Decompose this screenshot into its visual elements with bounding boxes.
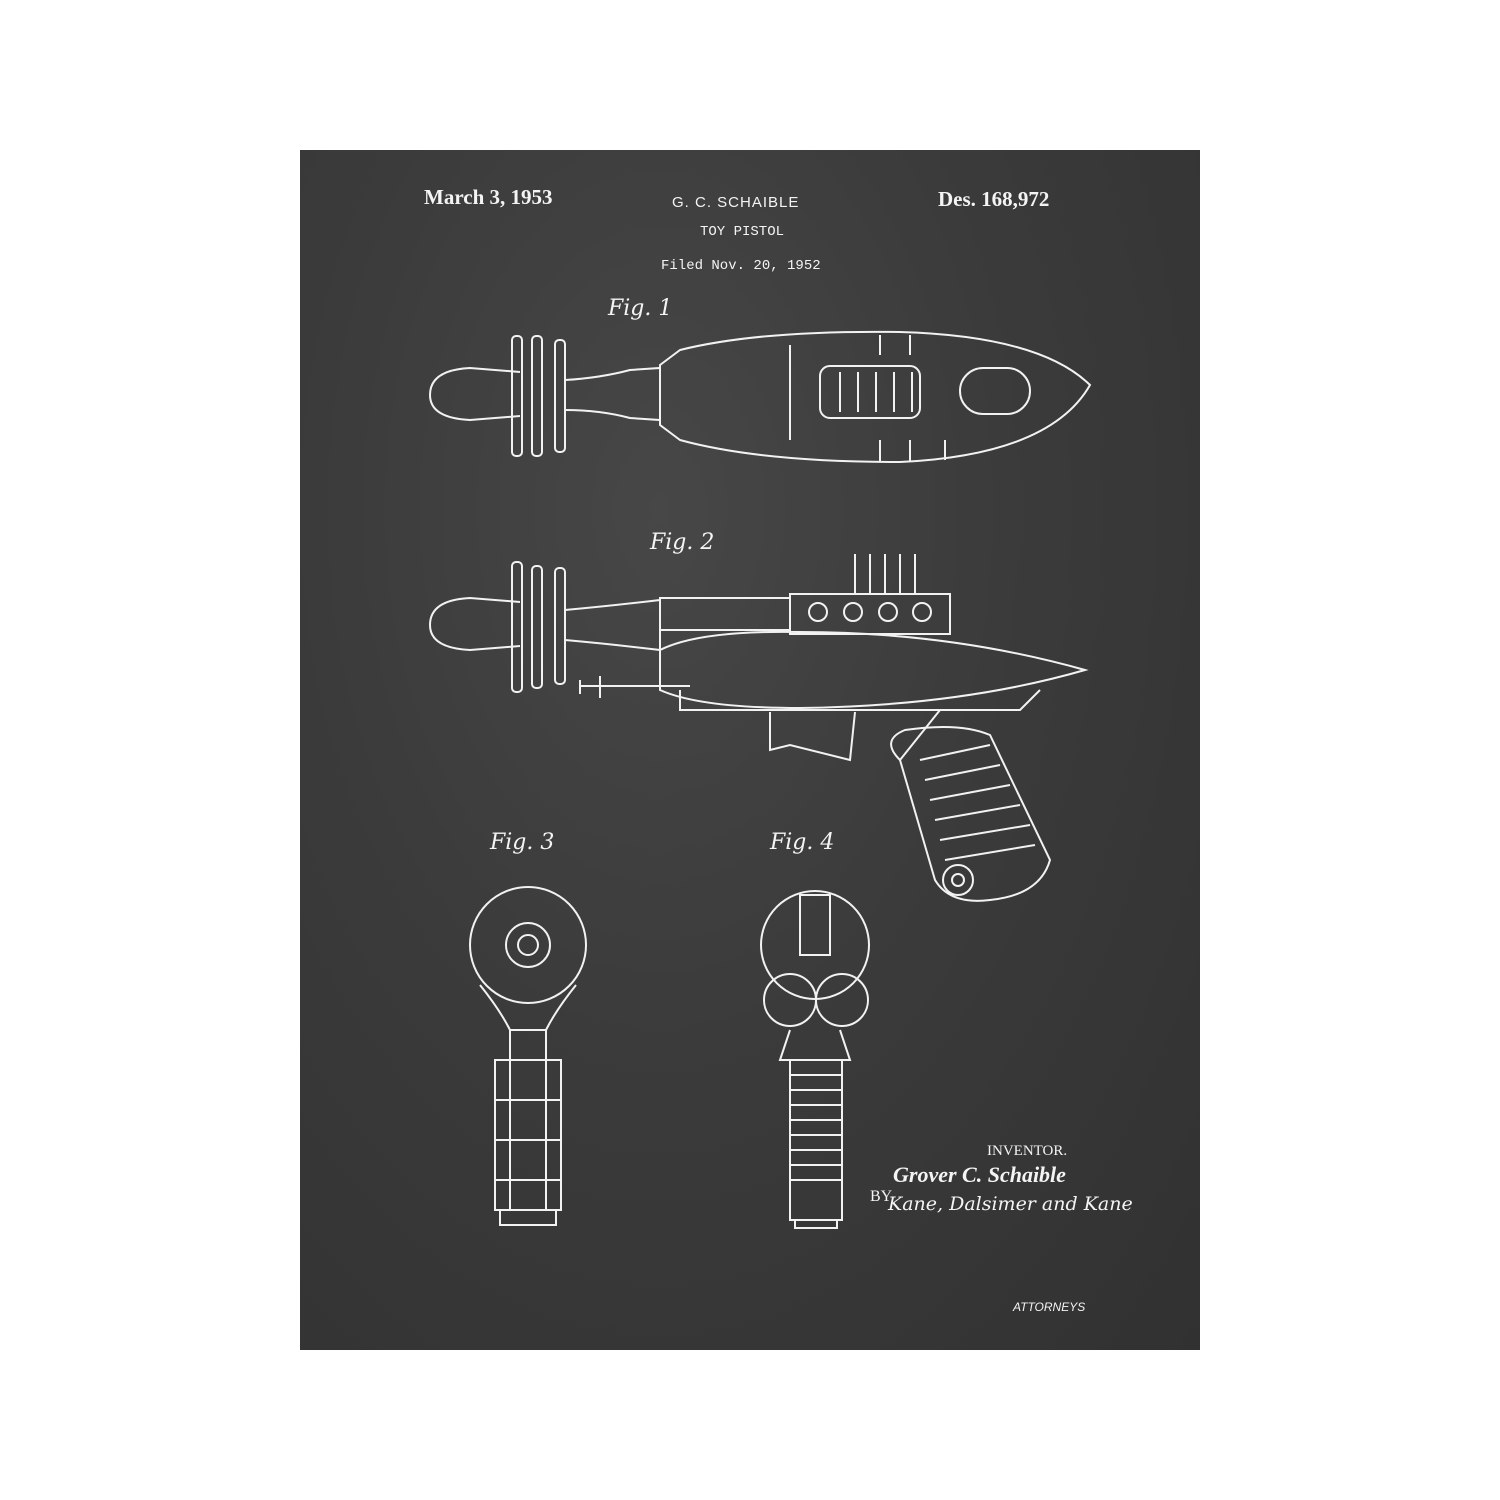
attorneys-label: ATTORNEYS bbox=[1013, 1300, 1086, 1314]
fig4-drawing bbox=[760, 890, 870, 1229]
fig2-label: Fig. 2 bbox=[650, 530, 715, 555]
filed-date: Filed Nov. 20, 1952 bbox=[661, 258, 821, 274]
inventor-label: INVENTOR. bbox=[987, 1143, 1068, 1159]
fig1-drawing bbox=[429, 330, 1092, 464]
fig1-label: Fig. 1 bbox=[608, 296, 673, 321]
inventor-name: Grover C. Schaible bbox=[893, 1162, 1066, 1187]
fig3-label: Fig. 3 bbox=[490, 830, 555, 855]
patent-date: March 3, 1953 bbox=[424, 185, 553, 209]
patent-number: Des. 168,972 bbox=[938, 187, 1050, 211]
fig4-label: Fig. 4 bbox=[770, 830, 835, 855]
patent-title: TOY PISTOL bbox=[700, 224, 785, 240]
fig3-drawing bbox=[469, 886, 587, 1226]
by-label: BY bbox=[870, 1188, 893, 1205]
attorneys-signature: Kane, Dalsimer and Kane bbox=[888, 1193, 1133, 1215]
fig2-drawing bbox=[429, 554, 1089, 902]
inventor-short-name: G. C. SCHAIBLE bbox=[672, 194, 800, 211]
chalkboard-poster bbox=[300, 150, 1200, 1350]
